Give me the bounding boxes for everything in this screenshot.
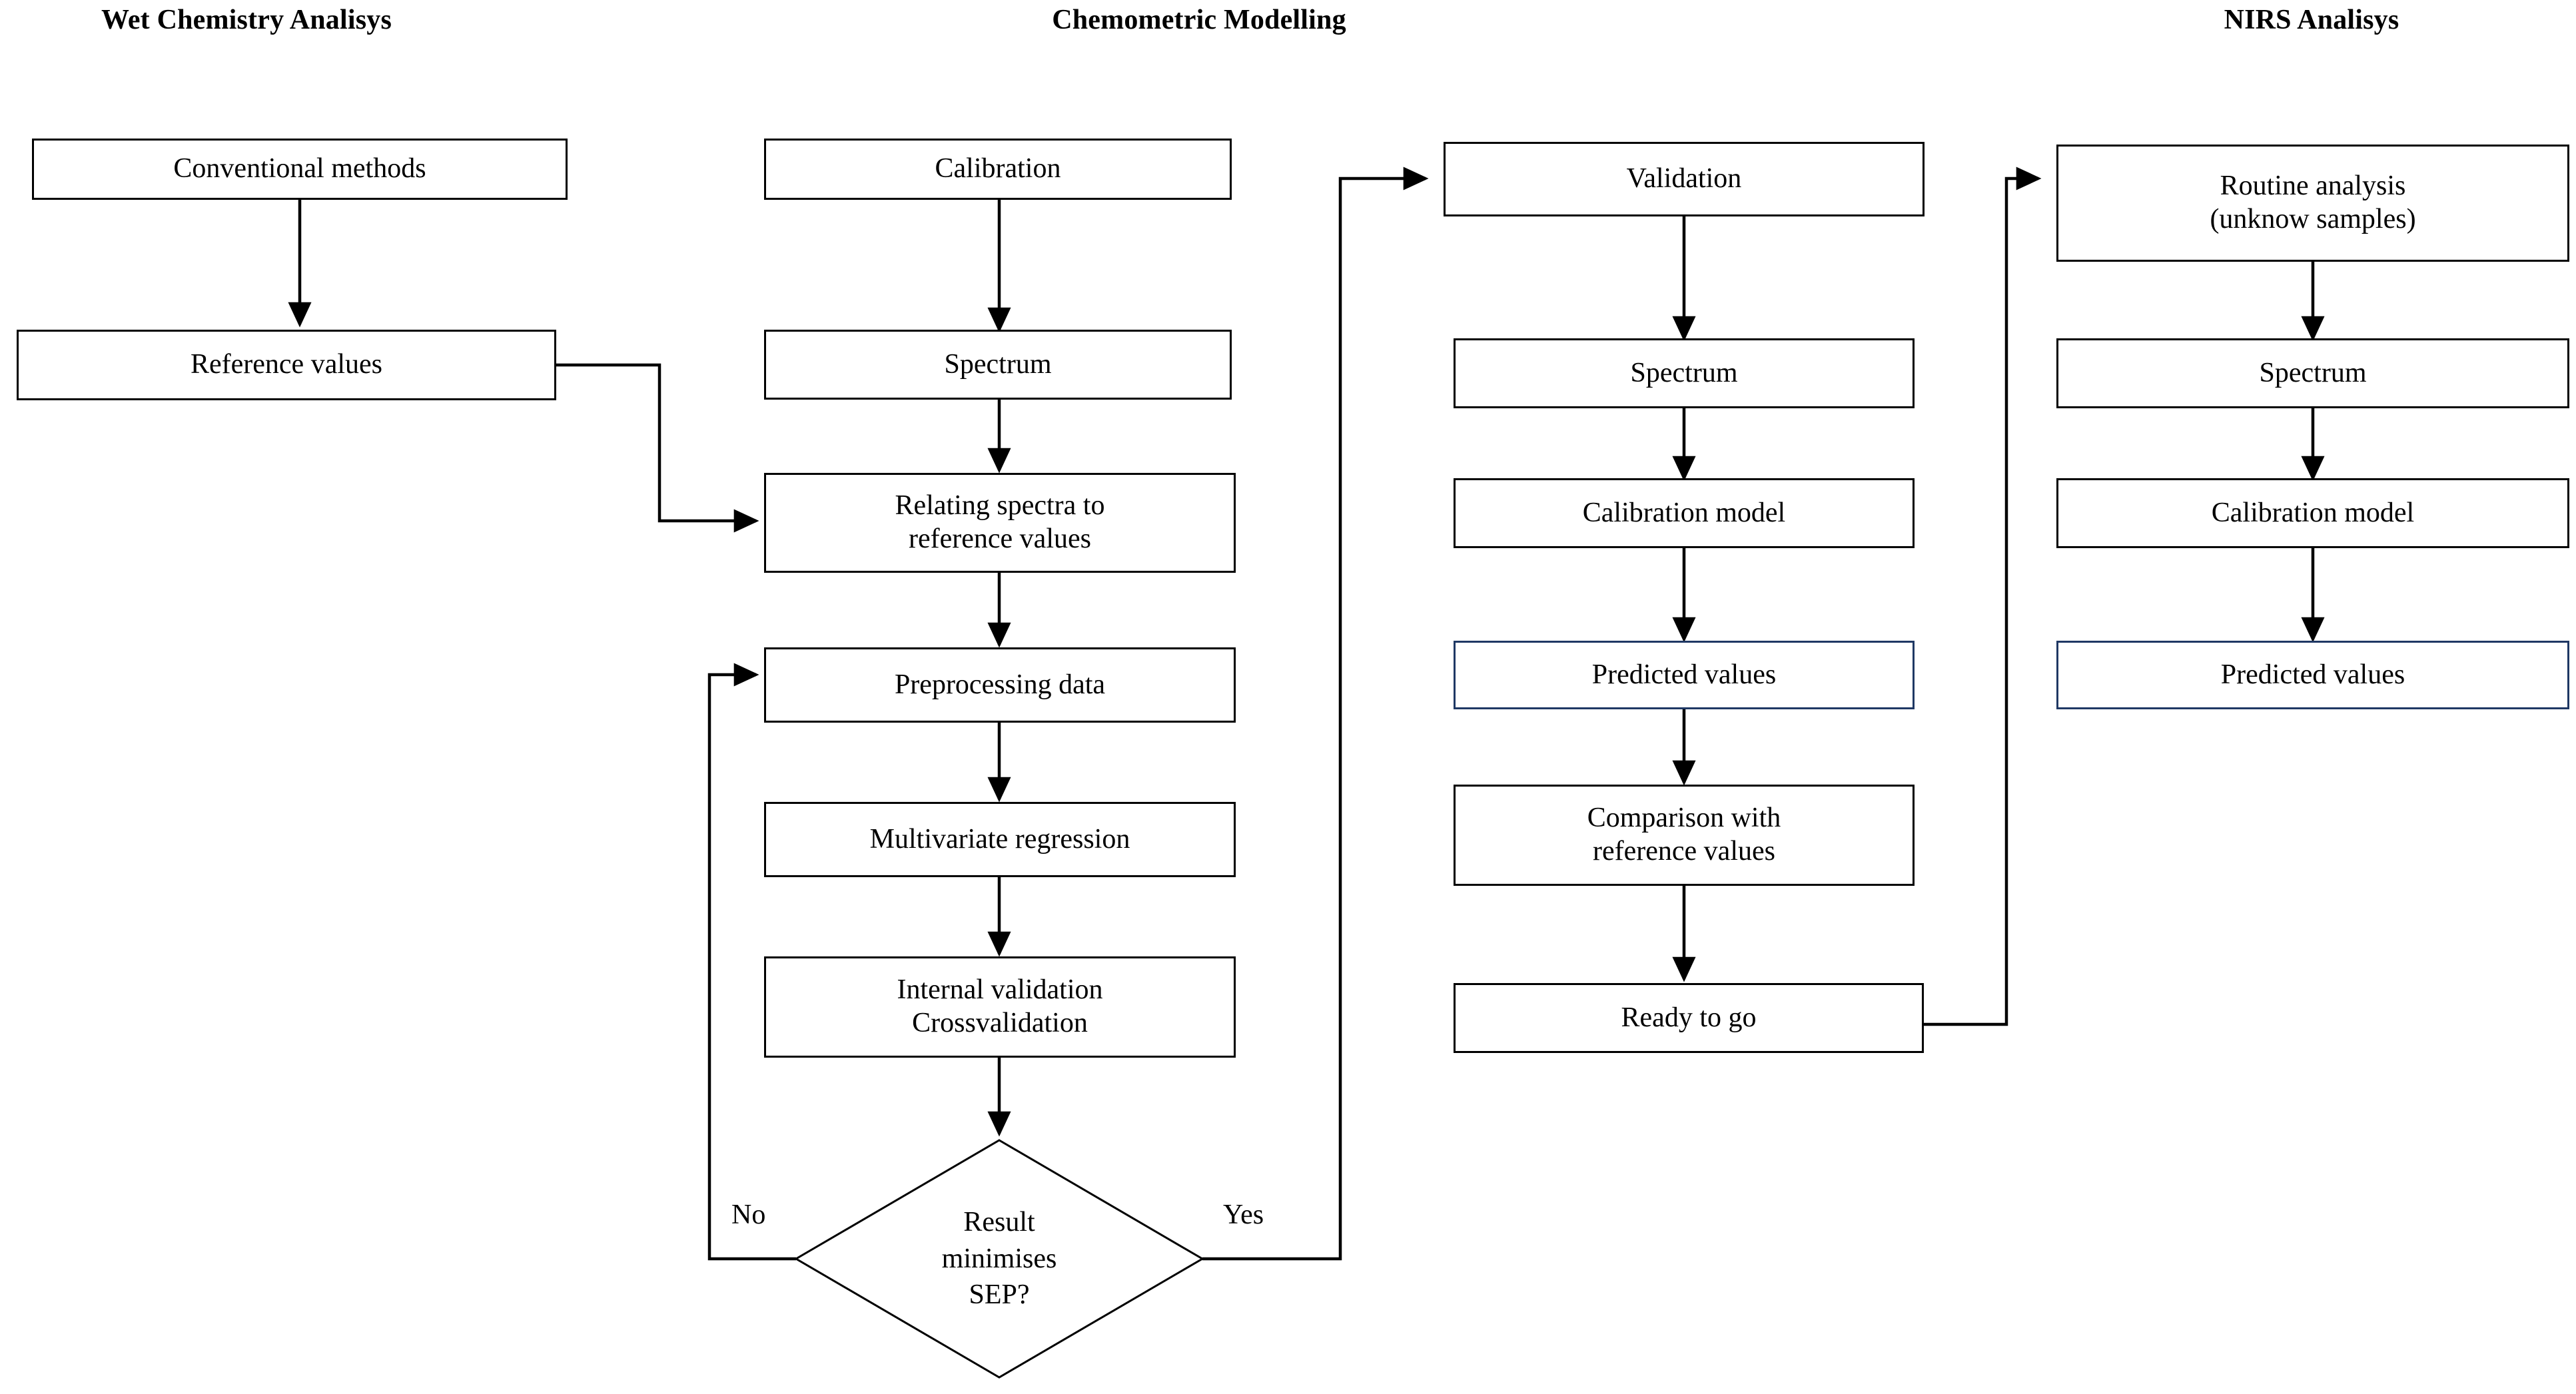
node-comparison-with-reference[interactable]: Comparison with reference values bbox=[1454, 785, 1915, 886]
column-header-chemometric: Chemometric Modelling bbox=[1052, 5, 1346, 35]
node-multivariate-regression[interactable]: Multivariate regression bbox=[764, 802, 1236, 877]
edge-decision-yes-to-validation bbox=[1202, 167, 1429, 1261]
node-predicted-values-validation[interactable]: Predicted values bbox=[1454, 641, 1915, 709]
column-header-wet-chemistry: Wet Chemistry Analisys bbox=[101, 5, 392, 35]
column-header-nirs: NIRS Analisys bbox=[2224, 5, 2399, 35]
node-spectrum-calibration[interactable]: Spectrum bbox=[764, 330, 1232, 400]
node-routine-analysis[interactable]: Routine analysis (unknow samples) bbox=[2056, 145, 2569, 262]
node-calibration-model-nirs[interactable]: Calibration model bbox=[2056, 478, 2569, 548]
node-calibration[interactable]: Calibration bbox=[764, 139, 1232, 200]
node-decision-sep[interactable]: Result minimises SEP? bbox=[796, 1140, 1202, 1377]
node-calibration-model-validation[interactable]: Calibration model bbox=[1454, 478, 1915, 548]
decision-sep-label: Result minimises SEP? bbox=[941, 1207, 1057, 1311]
edge-label-yes: Yes bbox=[1223, 1200, 1264, 1230]
node-internal-validation[interactable]: Internal validation Crossvalidation bbox=[764, 956, 1236, 1058]
node-predicted-values-nirs[interactable]: Predicted values bbox=[2056, 641, 2569, 709]
node-validation[interactable]: Validation bbox=[1444, 142, 1925, 216]
edge-label-no: No bbox=[731, 1200, 766, 1230]
node-reference-values[interactable]: Reference values bbox=[17, 330, 556, 400]
node-relating-spectra[interactable]: Relating spectra to reference values bbox=[764, 473, 1236, 573]
node-conventional-methods[interactable]: Conventional methods bbox=[32, 139, 568, 200]
node-spectrum-nirs[interactable]: Spectrum bbox=[2056, 338, 2569, 408]
node-ready-to-go[interactable]: Ready to go bbox=[1454, 983, 1924, 1053]
edge-reference-to-relating bbox=[556, 363, 759, 533]
node-spectrum-validation[interactable]: Spectrum bbox=[1454, 338, 1915, 408]
node-preprocessing-data[interactable]: Preprocessing data bbox=[764, 647, 1236, 723]
edge-ready-to-routine bbox=[1924, 167, 2042, 1026]
